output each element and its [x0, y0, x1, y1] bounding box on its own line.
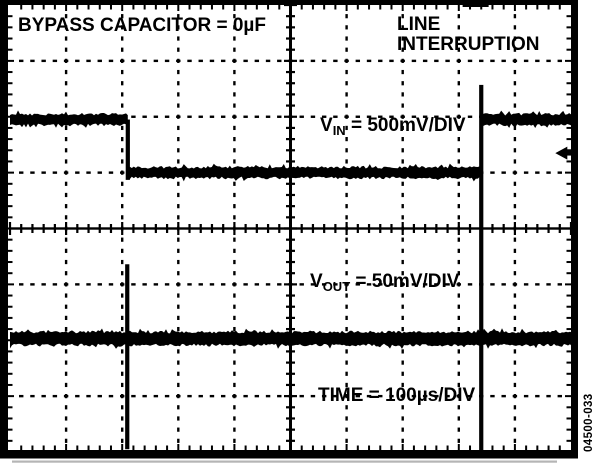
figure-number: 04500-033: [583, 393, 595, 452]
vout-trace: [10, 264, 571, 450]
trigger-position-marker: [462, 0, 489, 7]
vout-symbol: V: [310, 271, 323, 292]
vout-subscript: OUT: [322, 279, 351, 294]
bypass-capacitor-label: BYPASS CAPACITOR = 0µF: [18, 15, 266, 36]
vin-scale-label: VIN = 500mV/DIV: [320, 116, 466, 141]
vin-trace: [10, 84, 571, 453]
line-interruption-label: LINE INTERRUPTION: [397, 15, 540, 55]
time-scale-label: TIME = 100µs/DIV: [318, 385, 476, 406]
line-interruption-line2: INTERRUPTION: [397, 34, 540, 55]
vin-symbol: V: [320, 115, 333, 136]
scan-artifact: [12, 460, 557, 463]
vin-subscript: IN: [332, 123, 346, 138]
vout-value: = 50mV/DIV: [350, 271, 460, 292]
center-axes: [8, 3, 573, 454]
vout-scale-label: VOUT = 50mV/DIV: [310, 272, 459, 297]
screen-border: [0, 0, 578, 459]
vin-value: = 500mV/DIV: [345, 115, 466, 136]
trigger-arrow-icon: [555, 146, 574, 160]
line-interruption-line1: LINE: [397, 14, 441, 35]
